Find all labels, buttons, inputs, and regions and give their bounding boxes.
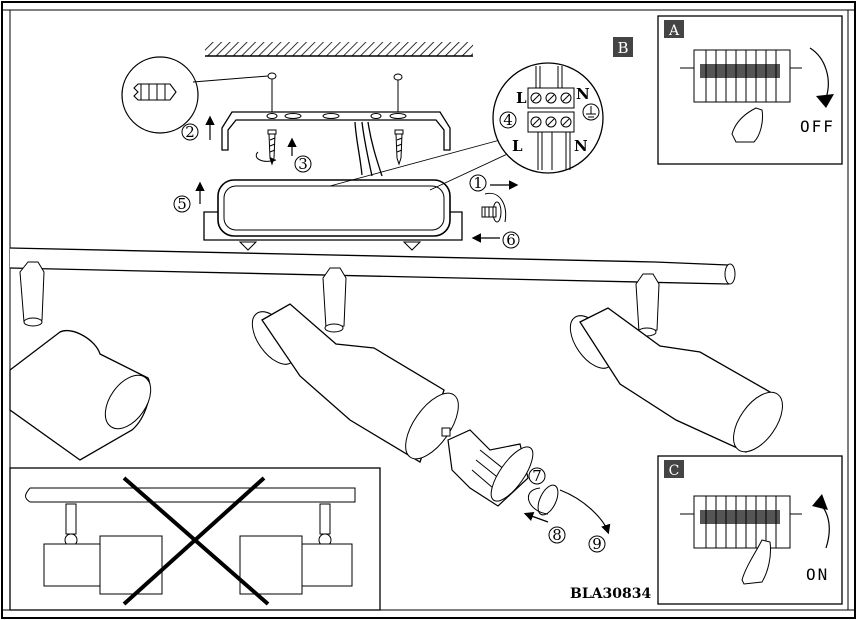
small-spot-left	[43, 503, 163, 595]
gu10-bulb	[441, 427, 534, 507]
spotlight-2	[251, 267, 459, 463]
panel-c-tag	[664, 460, 684, 478]
step-2: 2	[185, 123, 195, 141]
neutral-label-top: N	[576, 85, 590, 103]
panel-a-switch-off: A OFF	[657, 15, 843, 165]
panel-a-tag-label: A	[668, 23, 680, 39]
step-3: 3	[298, 155, 308, 173]
incorrect-mounting-panel	[9, 467, 381, 611]
live-label-top: L	[516, 89, 527, 107]
panel-a-tag	[664, 20, 684, 38]
step-6: 6	[506, 231, 516, 249]
panel-c-tag-label: C	[669, 463, 680, 479]
hand-c	[741, 539, 771, 585]
step-4: 4	[503, 111, 513, 129]
step-8: 8	[552, 526, 562, 544]
step-1: 1	[473, 174, 483, 192]
cross-mark-2	[122, 476, 266, 606]
panel-b-mounting: B	[121, 37, 633, 251]
live-label-bottom: L	[512, 137, 523, 155]
step-7: 7	[532, 467, 542, 485]
panel-b-tag	[613, 37, 633, 57]
hand-a	[731, 107, 763, 143]
switch-off-label: OFF	[800, 117, 835, 136]
mounting-bracket	[221, 111, 451, 151]
panel-b-tag-label: B	[617, 39, 628, 57]
neutral-label-bottom: N	[574, 137, 588, 155]
small-spot-right	[239, 503, 353, 595]
spotlight-bar: 7 8 9	[9, 247, 783, 553]
step-9: 9	[592, 535, 602, 553]
panel-c-switch-on: C ON	[657, 455, 843, 605]
supply-cables	[354, 121, 383, 177]
spotlight-3	[569, 273, 783, 453]
side-screw	[481, 201, 502, 223]
spotlight-1	[9, 261, 152, 461]
model-code: BLA30834	[570, 586, 652, 602]
retaining-ring	[537, 484, 559, 516]
switch-on-label: ON	[806, 565, 829, 584]
screw-right	[394, 129, 404, 166]
step-5: 5	[177, 195, 187, 213]
ceiling-hatch	[205, 42, 473, 56]
